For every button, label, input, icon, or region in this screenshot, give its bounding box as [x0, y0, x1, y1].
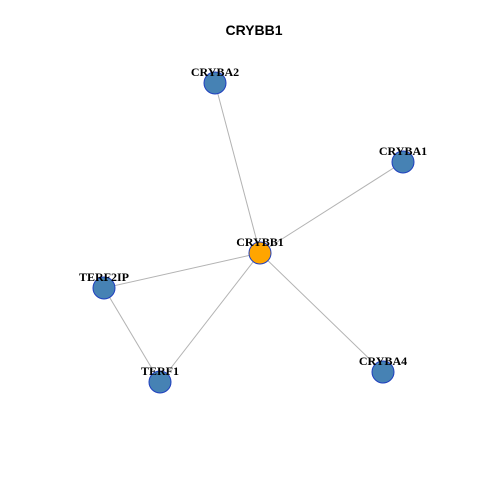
edge-crybb1-cryba4: [259, 252, 384, 373]
edge-crybb1-terf2ip: [103, 252, 261, 289]
graph-title: CRYBB1: [225, 22, 282, 38]
node-label-cryba2: CRYBA2: [191, 65, 239, 79]
node-circle-terf1: [148, 370, 172, 394]
edge-crybb1-cryba2: [214, 82, 261, 254]
node-terf2ip: TERF2IP: [79, 270, 129, 300]
node-circle-cryba2: [203, 71, 227, 95]
node-cryba1: CRYBA1: [379, 144, 427, 174]
edge-terf2ip-terf1: [103, 287, 161, 383]
node-cryba4: CRYBA4: [359, 354, 407, 384]
node-label-cryba4: CRYBA4: [359, 354, 407, 368]
node-cryba2: CRYBA2: [191, 65, 239, 95]
node-circle-terf2ip: [92, 276, 116, 300]
node-label-crybb1: CRYBB1: [236, 235, 284, 249]
node-circle-crybb1: [248, 241, 272, 265]
edge-layer: [103, 82, 404, 383]
node-terf1: TERF1: [141, 364, 179, 394]
edge-crybb1-terf1: [159, 252, 261, 383]
node-crybb1: CRYBB1: [236, 235, 284, 265]
node-label-terf2ip: TERF2IP: [79, 270, 129, 284]
node-label-cryba1: CRYBA1: [379, 144, 427, 158]
edge-crybb1-cryba1: [259, 161, 404, 254]
node-label-terf1: TERF1: [141, 364, 179, 378]
node-circle-cryba1: [391, 150, 415, 174]
node-circle-cryba4: [371, 360, 395, 384]
